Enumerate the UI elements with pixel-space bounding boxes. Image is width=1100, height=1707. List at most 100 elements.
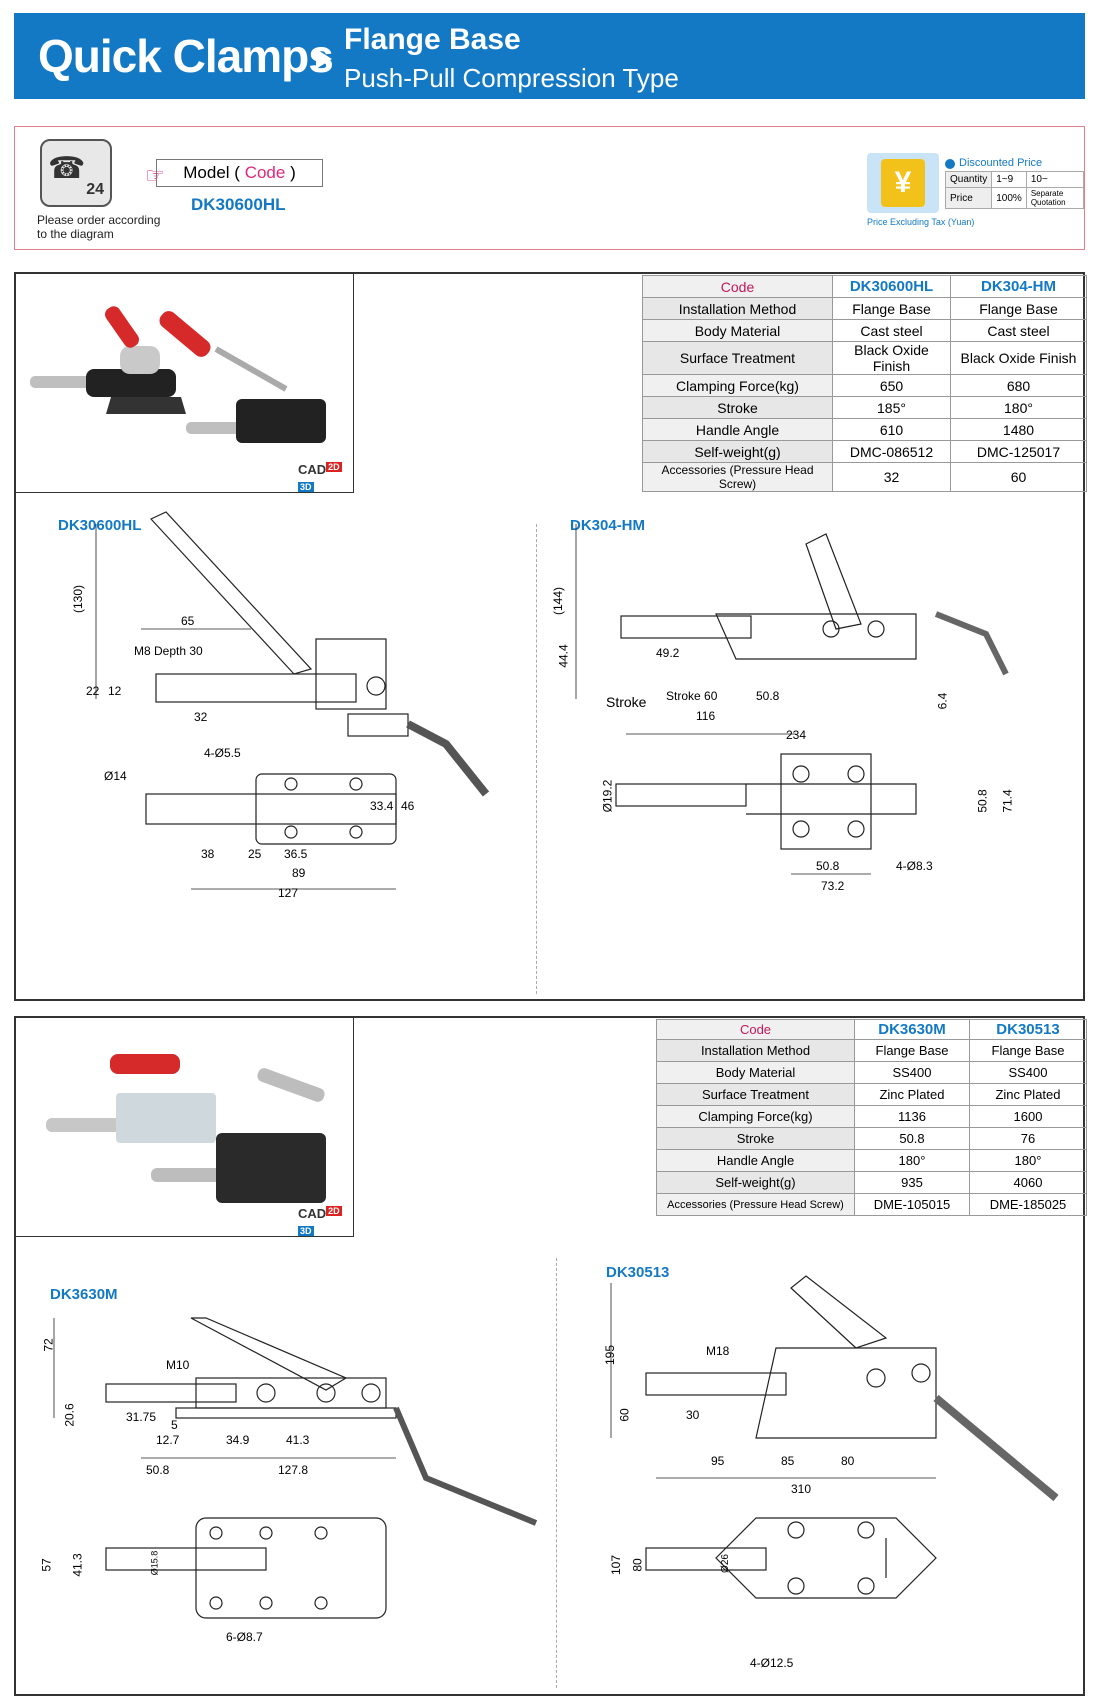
dimension-label: 20.6 (62, 1403, 77, 1427)
dimension-label: 50.8 (756, 689, 780, 703)
dimension-label: M8 Depth 30 (134, 644, 203, 658)
dimension-label: 12 (108, 684, 122, 698)
dimension-label: 107 (609, 1554, 624, 1576)
dimension-label: 50.8 (975, 789, 990, 813)
dimension-label: 38 (201, 847, 215, 861)
dimension-label: 6-Ø8.7 (226, 1630, 263, 1644)
dimension-label: 49.2 (656, 646, 680, 660)
dimension-label: M18 (706, 1344, 730, 1358)
page-header: Quick Clamps Flange Base Push-Pull Compr… (14, 13, 1085, 99)
dimension-label: 50.8 (146, 1463, 170, 1477)
dimension-label: Ø19.2 (600, 779, 615, 813)
dimension-label: 32 (194, 710, 208, 724)
drawing-separator (556, 1258, 557, 1688)
price-cell: 1~9 (991, 171, 1027, 188)
page-subtitle: Flange Base (344, 23, 521, 56)
dimension-label: Ø15.8 (149, 1550, 160, 1576)
dimension-label: 72 (41, 1338, 56, 1352)
dimension-label: 80 (841, 1454, 855, 1468)
spec-header-code: Code (656, 1019, 855, 1040)
price-cell: 100% (991, 187, 1027, 209)
dimension-label: 127.8 (278, 1463, 309, 1477)
dimension-label: (144) (551, 586, 566, 616)
discount-label: Discounted Price (959, 157, 1043, 169)
spec-header-row: Code DK3630M DK30513 (656, 1019, 1087, 1040)
spec-header-model: DK30600HL (832, 275, 951, 298)
dimension-label: Ø14 (104, 769, 127, 783)
pointing-hand-icon: ☞ (145, 163, 165, 188)
dimension-label: 85 (781, 1454, 795, 1468)
price-cell: Separate Quotation (1025, 187, 1085, 209)
dimension-label: Stroke 60 (666, 689, 718, 703)
order-note: Please order according to the diagram (37, 213, 161, 241)
dimension-label: 116 (696, 709, 716, 723)
dimension-label: 57 (39, 1558, 54, 1572)
dimension-label: 12.7 (156, 1433, 180, 1447)
price-row: Quantity 1~9 10~ (944, 171, 1085, 188)
dimension-label: 25 (248, 847, 262, 861)
drawing-label-right: DK304-HM (570, 517, 646, 534)
spec-header-model: DK3630M (854, 1019, 970, 1040)
dimension-label: 73.2 (821, 879, 845, 893)
discount-dot-icon (945, 159, 955, 169)
dimension-label: 89 (292, 866, 306, 880)
dimension-label: 71.4 (1000, 789, 1015, 813)
model-code-value: DK30600HL (191, 195, 286, 214)
clamp-photo-illustration (46, 1054, 326, 1203)
price-cell: 10~ (1025, 171, 1085, 188)
clamp-photo-illustration (30, 306, 326, 443)
drawing-label-right: DK30513 (606, 1264, 670, 1281)
spec-header-model: DK304-HM (950, 275, 1087, 298)
dimension-label: 33.4 (370, 799, 394, 813)
dimension-label: 31.75 (126, 1410, 157, 1424)
dimension-label: 41.3 (70, 1553, 85, 1577)
dimension-label: 60 (617, 1408, 632, 1422)
dimension-label: 80 (630, 1558, 645, 1572)
dimension-label: 41.3 (286, 1433, 310, 1447)
spec-table-1: Code DK30600HL DK304-HM Installation Met… (642, 275, 1087, 492)
drawing-separator (536, 524, 537, 994)
order-info-box: ☎24 Please order according to the diagra… (14, 126, 1085, 250)
dimension-label: 95 (711, 1454, 725, 1468)
dimension-label: 34.9 (226, 1433, 250, 1447)
dimension-label: 6.4 (935, 692, 950, 710)
price-row: Price 100% Separate Quotation (944, 187, 1085, 209)
dimension-label: Stroke (606, 694, 647, 710)
spec-table-2: Code DK3630M DK30513 Installation Method… (656, 1019, 1087, 1216)
spec-header-code: Code (642, 275, 833, 298)
price-cell: Quantity (944, 171, 993, 188)
dimension-label: 127 (278, 886, 299, 900)
dimension-label: Ø26 (719, 1554, 731, 1573)
dimension-label: 195 (603, 1344, 618, 1366)
price-table: Quantity 1~9 10~ Price 100% Separate Quo… (944, 171, 1085, 209)
dimension-label: 4-Ø12.5 (750, 1656, 794, 1670)
dimension-label: (130) (71, 584, 86, 614)
dimension-label: M10 (166, 1358, 190, 1372)
spec-header-row: Code DK30600HL DK304-HM (642, 275, 1087, 298)
tax-note: Price Excluding Tax (Yuan) (867, 217, 975, 227)
dimension-label: 50.8 (816, 859, 840, 873)
model-code-box: Model ( Code ) (156, 159, 323, 187)
dimension-label: 234 (786, 728, 807, 742)
dimension-label: 22 (86, 684, 100, 698)
page-title: Quick Clamps (38, 30, 334, 82)
drawing-label-left: DK30600HL (58, 517, 142, 534)
dimension-label: 46 (401, 799, 415, 813)
dimension-label: 310 (791, 1482, 812, 1496)
